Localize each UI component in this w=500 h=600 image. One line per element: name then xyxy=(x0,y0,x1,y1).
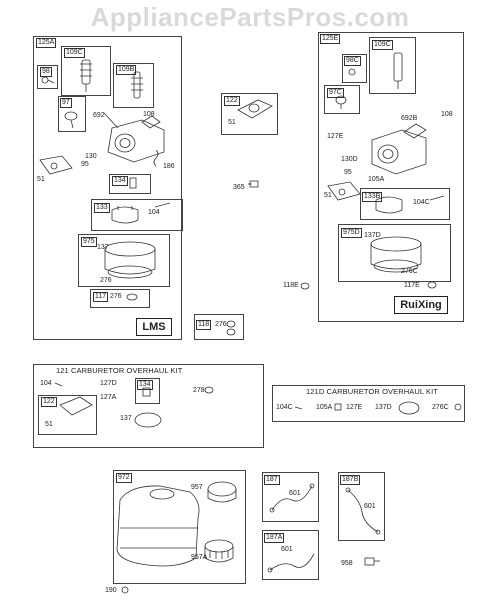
fitting-190-icon xyxy=(121,586,129,594)
box-122 xyxy=(221,93,278,135)
label-187: 187 xyxy=(264,475,280,485)
label-601-c: 601 xyxy=(364,503,376,510)
label-130: 130 xyxy=(85,153,97,160)
label-e109c: 109C xyxy=(372,40,393,50)
label-108: 108 xyxy=(143,111,155,118)
label-e692b: 692B xyxy=(401,115,418,122)
label-134: 134 xyxy=(112,176,128,186)
box-109c xyxy=(61,46,111,96)
group-125e-frame xyxy=(318,32,464,322)
box-109b xyxy=(113,63,154,108)
label-601-b: 601 xyxy=(281,546,293,553)
shutoff-valve-icon xyxy=(364,557,380,566)
box-e98c xyxy=(342,54,367,83)
label-e97c: 97C xyxy=(327,88,344,98)
label-d127e: 127E xyxy=(346,404,363,411)
box-187 xyxy=(262,472,319,522)
label-e108: 108 xyxy=(441,111,453,118)
kit-121d-title: 121D CARBURETOR OVERHAUL KIT xyxy=(306,387,438,396)
group-125e-tag: 125E xyxy=(320,34,341,44)
label-109c: 109C xyxy=(64,48,85,58)
box-e975d xyxy=(338,224,451,282)
label-109b: 109B xyxy=(116,65,137,75)
label-d137d: 137D xyxy=(375,404,392,411)
label-e51: 51 xyxy=(324,192,332,199)
label-e105a: 105A xyxy=(368,176,385,183)
box-98 xyxy=(37,65,58,89)
brand-lms: LMS xyxy=(136,318,172,336)
label-133: 133 xyxy=(94,203,110,213)
label-e975d: 975D xyxy=(341,228,362,238)
kit-121d-frame xyxy=(272,385,465,422)
label-187b: 187B xyxy=(340,475,361,485)
box-975 xyxy=(78,234,170,287)
label-e98c: 98C xyxy=(344,56,361,66)
box-133 xyxy=(91,199,183,231)
box-e109c xyxy=(369,37,416,94)
label-365: 365 xyxy=(233,184,245,191)
box-e133b xyxy=(360,188,450,220)
label-k51: 51 xyxy=(45,421,53,428)
box-187b xyxy=(338,472,385,541)
label-276-a: 276 xyxy=(100,277,112,284)
label-e104c: 104C xyxy=(413,199,430,206)
label-187a: 187A xyxy=(264,533,285,543)
label-692: 692 xyxy=(93,112,105,119)
label-975: 975 xyxy=(81,237,97,247)
label-104: 104 xyxy=(148,209,160,216)
label-118: 118 xyxy=(196,320,212,330)
box-117 xyxy=(90,289,150,308)
box-97 xyxy=(58,96,86,132)
label-k278: 278 xyxy=(193,387,205,394)
label-d105a: 105A xyxy=(316,404,333,411)
label-k122: 122 xyxy=(41,397,57,407)
label-122: 122 xyxy=(224,96,240,106)
label-601-a: 601 xyxy=(289,490,301,497)
label-117: 117 xyxy=(93,292,109,302)
label-e276c: 276C xyxy=(401,268,418,275)
box-118 xyxy=(194,314,244,340)
fitting-icon xyxy=(248,180,259,188)
watermark: AppliancePartsPros.com xyxy=(90,2,410,32)
label-e117e: 117E xyxy=(404,282,420,289)
label-97: 97 xyxy=(60,98,72,108)
kit-121-frame xyxy=(33,364,264,448)
label-186: 186 xyxy=(163,163,175,170)
label-137: 137 xyxy=(97,244,109,251)
label-e133b: 133B xyxy=(362,192,383,202)
group-125a-tag: 125A xyxy=(36,38,57,48)
label-k104: 104 xyxy=(40,380,52,387)
label-e127e: 127E xyxy=(327,133,344,140)
label-k127a: 127A xyxy=(100,394,117,401)
label-98: 98 xyxy=(40,67,52,77)
box-k134 xyxy=(135,378,160,404)
label-e118e: 118E xyxy=(283,282,299,289)
group-125a-frame xyxy=(33,36,182,340)
label-k127d: 127D xyxy=(100,380,117,387)
box-e97c xyxy=(324,85,360,114)
box-134 xyxy=(109,174,151,194)
label-d276c: 276C xyxy=(432,404,449,411)
label-e95: 95 xyxy=(344,169,352,176)
box-k122 xyxy=(38,395,97,435)
label-958: 958 xyxy=(341,560,353,567)
label-957a: 957A xyxy=(191,554,208,561)
label-276-b: 276 xyxy=(110,293,122,300)
label-k137: 137 xyxy=(120,415,132,422)
label-957: 957 xyxy=(191,484,203,491)
label-51-b: 51 xyxy=(228,119,236,126)
kit-121-title: 121 CARBURETOR OVERHAUL KIT xyxy=(56,366,183,375)
label-e130d: 130D xyxy=(341,156,358,163)
tank-972-frame xyxy=(113,470,246,584)
label-k134: 134 xyxy=(137,380,153,390)
label-190: 190 xyxy=(105,587,117,594)
label-972: 972 xyxy=(116,473,132,483)
label-118-276: 276 xyxy=(215,321,227,328)
label-e137d: 137D xyxy=(364,232,381,239)
box-187a xyxy=(262,530,319,580)
brand-ruixing: RuiXing xyxy=(394,296,448,314)
label-51-a: 51 xyxy=(37,176,45,183)
label-95: 95 xyxy=(81,161,89,168)
label-d104c: 104C xyxy=(276,404,293,411)
